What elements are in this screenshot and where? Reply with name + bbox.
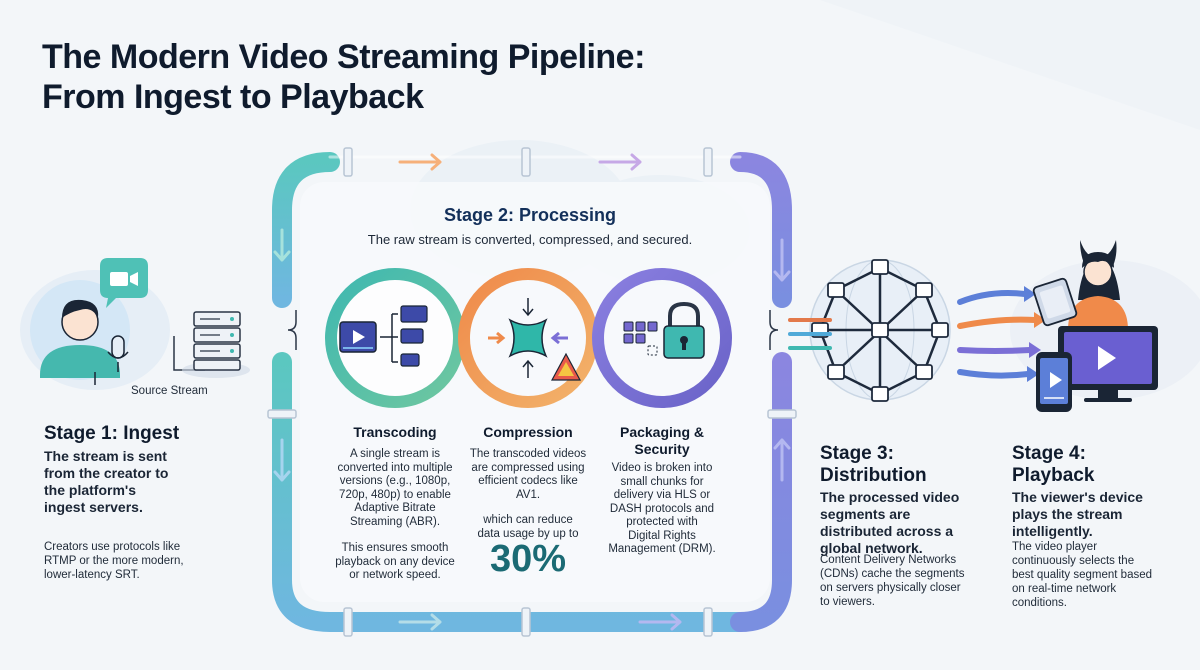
stage3-lead-line: distributed across a [820,523,954,539]
stage1-lead-line: The stream is sent [44,448,167,464]
stage3-title-line1: Stage 3: [820,443,894,464]
packaging-body-line: protected with [626,516,698,528]
packaging-body-line: small chunks for [620,475,704,488]
monitor-icon [1058,326,1158,402]
stage2-title: Stage 2: Processing [443,205,617,225]
viewer-illustration [1068,240,1128,330]
stage1-lead-line: ingest servers. [44,499,143,515]
compression-body2-line: which can reduce [483,514,573,526]
delivery-arrowheads [1024,286,1046,382]
stage4-title-line1: Stage 4: [1012,443,1086,464]
packaging-title-line2: Security [634,441,690,457]
transcoding-body-line: Streaming (ABR). [349,515,441,528]
stage1-lead-line: from the creator to [44,465,169,481]
transcoding-body-line: versions (e.g., 1080p, [339,475,451,487]
compression-title: Compression [483,424,573,440]
lock-icon [623,301,705,359]
packaging-body-line: DASH protocols and [609,502,715,515]
stage4-lead-line: intelligently. [1012,523,1093,539]
stage1-note-line: lower-latency SRT. [44,569,140,581]
transcoding-body2-line: or network speed. [349,569,441,581]
compression-body-line: are compressed using [471,461,585,474]
compression-percent: 30% [489,538,567,580]
microphone-icon [107,335,129,372]
compression-icon [488,298,582,381]
tablet-icon [1032,277,1078,327]
phone-icon [1036,352,1072,412]
packaging-ring [592,268,732,408]
stage3-note-line: Content Delivery Networks [820,554,957,566]
source-stream-label: Source Stream [131,385,208,397]
compression-body2-line: data usage by up to [477,527,579,540]
creator-illustration [30,280,130,385]
stage3-lead-line: segments are [820,506,911,522]
stage4-note-line: conditions. [1012,597,1067,609]
compression-body-line: AV1. [515,488,541,501]
stage1-lead-line: the platform's [44,482,137,498]
transcoding-body-line: 720p, 480p) to enable [339,488,451,501]
transcoding-body-line: converted into multiple [337,461,453,474]
stage1-note-line: RTMP or the more modern, [44,555,184,567]
globe-network-icon [809,259,951,402]
delivery-arrows [957,290,1038,379]
compression-body-line: The transcoded videos [469,448,587,460]
transcode-icon [339,305,428,367]
transcoding-body2-line: This ensures smooth [341,542,449,554]
stage4-note-line: continuously selects the [1012,555,1135,567]
server-icon [182,311,250,378]
stage4-lead-line: plays the stream [1012,506,1123,522]
stage4-note-line: on real-time network [1012,583,1117,595]
stage4-note-line: best quality segment based [1012,569,1153,581]
packaging-title-line1: Packaging & [619,424,705,440]
transcoding-title: Transcoding [353,424,437,440]
stage3-note-line: (CDNs) cache the segments [820,568,965,580]
stage4-note-line: The video player [1012,541,1098,553]
transcoding-body-line: A single stream is [349,448,441,460]
pipe-joints [267,147,797,637]
flow-arrows [273,153,791,631]
transcoding-body-line: Adaptive Bitrate [354,502,436,514]
stage3-lead-line: global network. [820,540,923,556]
video-camera-icon [100,258,148,308]
globe-input-stripes [788,318,832,350]
stage2-subtitle: The raw stream is converted, compressed,… [367,232,693,247]
packaging-body-line: delivery via HLS or [613,489,711,501]
stage3-lead-line: The processed video [820,489,960,505]
stage3-title-line2: Distribution [820,465,927,486]
page-title-line1: The Modern Video Streaming Pipeline: [42,38,645,76]
packaging-body-line: Management (DRM). [608,543,716,555]
stage4-lead-line: The viewer's device [1012,489,1143,505]
packaging-body-line: Video is broken into [611,462,713,474]
stage1-title: Stage 1: Ingest [44,423,180,444]
page-title-line2: From Ingest to Playback [42,78,424,116]
stage3-note-line: to viewers. [820,596,875,608]
compression-body-line: efficient codecs like [478,475,578,487]
stage4-title-line2: Playback [1012,465,1095,486]
transcoding-body2-line: playback on any device [335,555,455,568]
packaging-body-line: Digital Rights [628,529,696,542]
stage3-note-line: on servers physically closer [820,582,961,594]
stage1-note-line: Creators use protocols like [44,541,181,553]
